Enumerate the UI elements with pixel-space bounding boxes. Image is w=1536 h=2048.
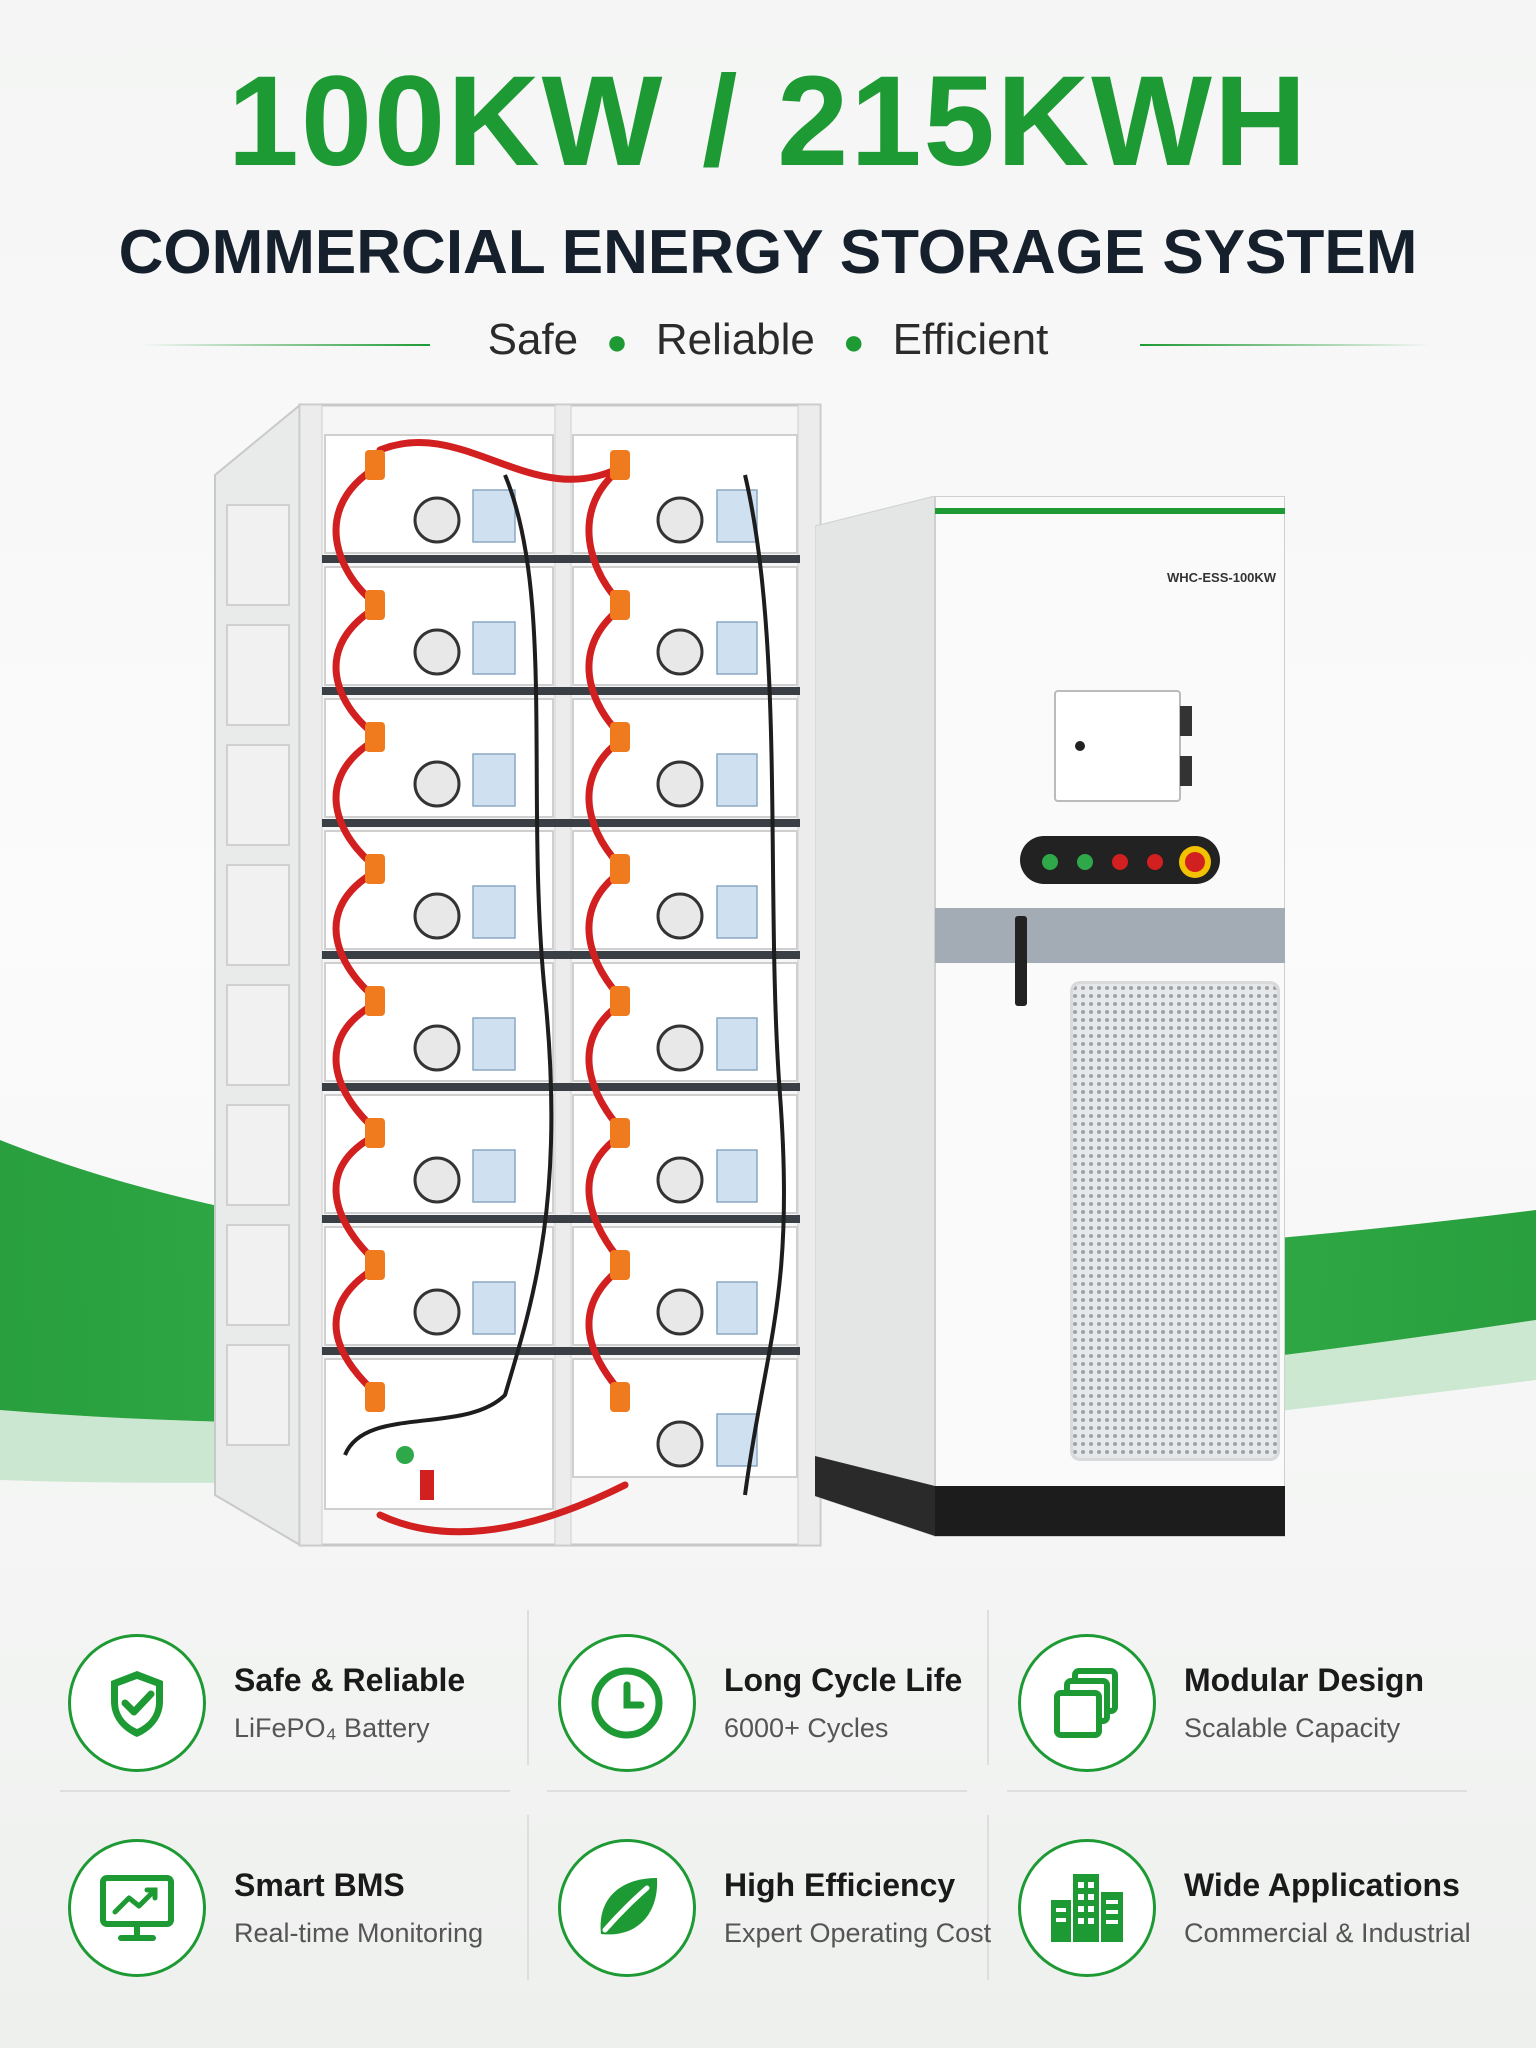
feature-title: Smart BMS [234, 1866, 405, 1903]
clock-icon [558, 1633, 696, 1772]
bullet-icon: ● [606, 321, 628, 362]
feature-smart-bms: Smart BMS Real-time Monitoring [68, 1805, 538, 2010]
feature-wide-applications: Wide Applications Commercial & Industria… [1018, 1805, 1488, 2010]
bullet-icon: ● [842, 321, 865, 362]
tagline-item: Reliable [655, 315, 815, 364]
feature-title: Wide Applications [1184, 1866, 1460, 1903]
subheadline: COMMERCIAL ENERGY STORAGE SYSTEM [118, 218, 1418, 287]
shield-check-icon [68, 1633, 206, 1772]
feature-safe-reliable: Safe & Reliable LiFePO₄ Battery [68, 1600, 538, 1805]
feature-desc: Expert Operating Cost [724, 1917, 992, 1948]
feature-high-efficiency: High Efficiency Expert Operating Cost [558, 1805, 1028, 2010]
tagline-item: Efficient [892, 315, 1049, 364]
divider [527, 1610, 529, 1765]
feature-desc: Real-time Monitoring [234, 1917, 484, 1948]
divider [527, 1815, 529, 1980]
buildings-icon [1018, 1838, 1156, 1977]
pcs-cabinet-image [815, 496, 1285, 1537]
feature-long-cycle-life: Long Cycle Life 6000+ Cycles [558, 1600, 1028, 1805]
headline: 100KW / 215KWH [227, 50, 1309, 193]
feature-desc: LiFePO₄ Battery [234, 1712, 430, 1743]
feature-title: Long Cycle Life [724, 1661, 963, 1698]
divider [1007, 1790, 1467, 1792]
leaf-icon [558, 1838, 696, 1977]
divider [547, 1790, 967, 1792]
tagline: Safe ● Reliable ● Efficient [0, 318, 1536, 362]
feature-title: Safe & Reliable [234, 1661, 466, 1698]
feature-desc: Scalable Capacity [1184, 1712, 1401, 1743]
feature-desc: 6000+ Cycles [724, 1712, 889, 1743]
battery-rack-image [214, 402, 822, 1547]
feature-modular-design: Modular Design Scalable Capacity [1018, 1600, 1488, 1805]
feature-title: High Efficiency [724, 1866, 956, 1903]
divider [60, 1790, 510, 1792]
features-grid: Safe & Reliable LiFePO₄ Battery Long Cyc… [60, 1600, 1480, 2020]
divider [987, 1815, 989, 1980]
monitor-chart-icon [68, 1838, 206, 1977]
cabinet-model-label: WHC-ESS-100KW [1167, 570, 1277, 585]
divider [987, 1610, 989, 1765]
tagline-rule-right [1140, 344, 1430, 346]
feature-desc: Commercial & Industrial [1184, 1917, 1471, 1948]
feature-title: Modular Design [1184, 1661, 1425, 1698]
stacked-modules-icon [1018, 1633, 1156, 1772]
tagline-item: Safe [487, 315, 579, 364]
tagline-rule-left [140, 344, 430, 346]
